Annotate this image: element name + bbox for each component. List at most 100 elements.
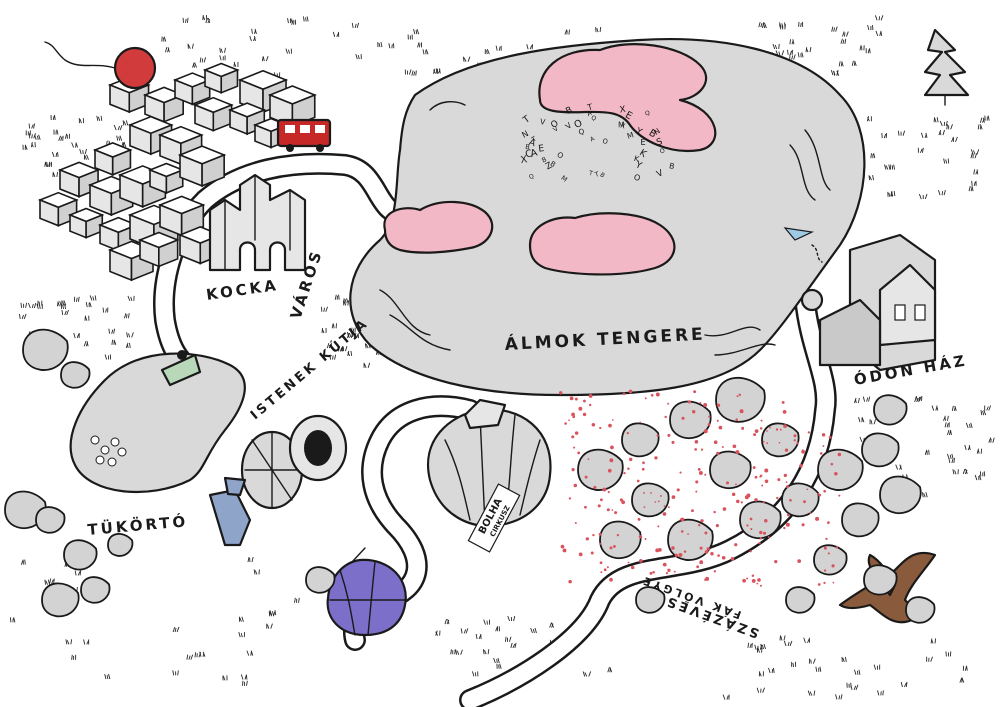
red-dot bbox=[626, 432, 629, 435]
grass-tuft bbox=[79, 148, 87, 155]
red-dot bbox=[639, 421, 642, 424]
grass-tuft bbox=[350, 327, 356, 333]
grass-tuft bbox=[869, 419, 877, 425]
cube bbox=[202, 62, 240, 94]
red-dot bbox=[817, 583, 821, 586]
red-dot bbox=[695, 490, 698, 493]
red-dot bbox=[662, 562, 667, 567]
grass-tuft bbox=[123, 313, 130, 319]
grass-tuft bbox=[984, 405, 992, 411]
red-dot bbox=[766, 442, 769, 444]
bus-icon bbox=[276, 118, 332, 152]
grass-tuft bbox=[877, 690, 884, 696]
red-dot bbox=[789, 498, 792, 502]
red-dot bbox=[741, 426, 745, 430]
scattered-letter: B bbox=[564, 105, 574, 117]
grass-tuft bbox=[404, 69, 412, 75]
scattered-letter: M bbox=[626, 130, 635, 141]
red-dot bbox=[785, 522, 790, 527]
red-dot bbox=[735, 418, 739, 422]
cube bbox=[157, 195, 206, 237]
red-dot bbox=[662, 512, 667, 516]
grass-tuft bbox=[970, 153, 978, 159]
grass-tuft bbox=[835, 694, 843, 700]
grass-tuft bbox=[202, 15, 208, 21]
red-dot bbox=[697, 523, 701, 527]
grass-tuft bbox=[779, 635, 786, 641]
scattered-letter: Q bbox=[590, 114, 597, 122]
boulder bbox=[863, 564, 898, 596]
lily-pad bbox=[90, 435, 100, 445]
red-dot bbox=[655, 548, 660, 553]
grass-tuft bbox=[240, 674, 248, 680]
red-dot bbox=[713, 570, 717, 573]
scattered-letter: B bbox=[541, 155, 548, 164]
grass-tuft bbox=[61, 309, 69, 316]
grass-tuft bbox=[943, 415, 949, 421]
scattered-letter: O bbox=[601, 137, 608, 146]
castle bbox=[208, 173, 307, 272]
red-dot bbox=[679, 471, 682, 474]
grass-tuft bbox=[20, 302, 28, 308]
boulder bbox=[873, 394, 908, 426]
grass-tuft bbox=[285, 48, 292, 54]
grass-tuft bbox=[321, 327, 327, 334]
red-dot bbox=[652, 570, 655, 574]
grass-tuft bbox=[187, 43, 194, 49]
red-dot bbox=[762, 440, 765, 443]
red-dot bbox=[759, 427, 763, 430]
red-dot bbox=[769, 426, 772, 429]
red-dot bbox=[697, 467, 701, 471]
scattered-letter: A bbox=[586, 109, 594, 118]
red-dot bbox=[806, 488, 809, 491]
grass-tuft bbox=[238, 631, 245, 638]
boulder bbox=[861, 432, 900, 468]
red-dot bbox=[703, 429, 708, 434]
grass-tuft bbox=[952, 469, 959, 475]
red-dot bbox=[774, 560, 778, 564]
boulder bbox=[715, 376, 766, 423]
grass-tuft bbox=[332, 31, 340, 38]
boulder bbox=[905, 596, 936, 624]
scattered-letter: Y bbox=[633, 159, 644, 172]
scattered-letter: N bbox=[652, 126, 662, 137]
red-dot bbox=[704, 473, 707, 476]
scattered-letter: B bbox=[549, 160, 557, 169]
red-dot bbox=[630, 565, 635, 570]
grass-tuft bbox=[900, 681, 908, 688]
red-dot bbox=[758, 541, 761, 545]
red-dot bbox=[736, 395, 739, 398]
grass-tuft bbox=[772, 43, 780, 50]
red-dot bbox=[823, 569, 827, 572]
grass-tuft bbox=[930, 638, 937, 644]
red-dot bbox=[627, 467, 630, 470]
red-dot bbox=[637, 517, 641, 521]
red-dot bbox=[759, 530, 763, 535]
red-dot bbox=[815, 516, 820, 521]
pink-clouds bbox=[383, 43, 717, 276]
lily-pad bbox=[117, 447, 127, 457]
red-dot bbox=[694, 440, 699, 444]
scattered-letter: V bbox=[655, 168, 665, 180]
red-dot bbox=[654, 501, 657, 503]
grass-tuft bbox=[965, 422, 973, 429]
red-dot bbox=[784, 448, 789, 452]
grass-tuft bbox=[83, 639, 90, 645]
red-dot bbox=[742, 578, 746, 583]
grass-tuft bbox=[496, 663, 502, 669]
red-dot bbox=[673, 570, 676, 573]
grass-tuft bbox=[388, 43, 395, 49]
red-dot bbox=[710, 552, 714, 556]
grass-tuft bbox=[64, 133, 70, 139]
red-dot bbox=[705, 576, 710, 581]
red-dot bbox=[834, 471, 838, 476]
red-dot bbox=[759, 537, 763, 540]
red-dot bbox=[750, 528, 753, 531]
red-dot bbox=[667, 568, 671, 572]
red-dot bbox=[786, 513, 790, 517]
grass-tuft bbox=[25, 130, 31, 136]
red-dot bbox=[609, 546, 613, 550]
grass-tuft bbox=[246, 650, 254, 656]
scattered-letter: O bbox=[549, 119, 560, 131]
